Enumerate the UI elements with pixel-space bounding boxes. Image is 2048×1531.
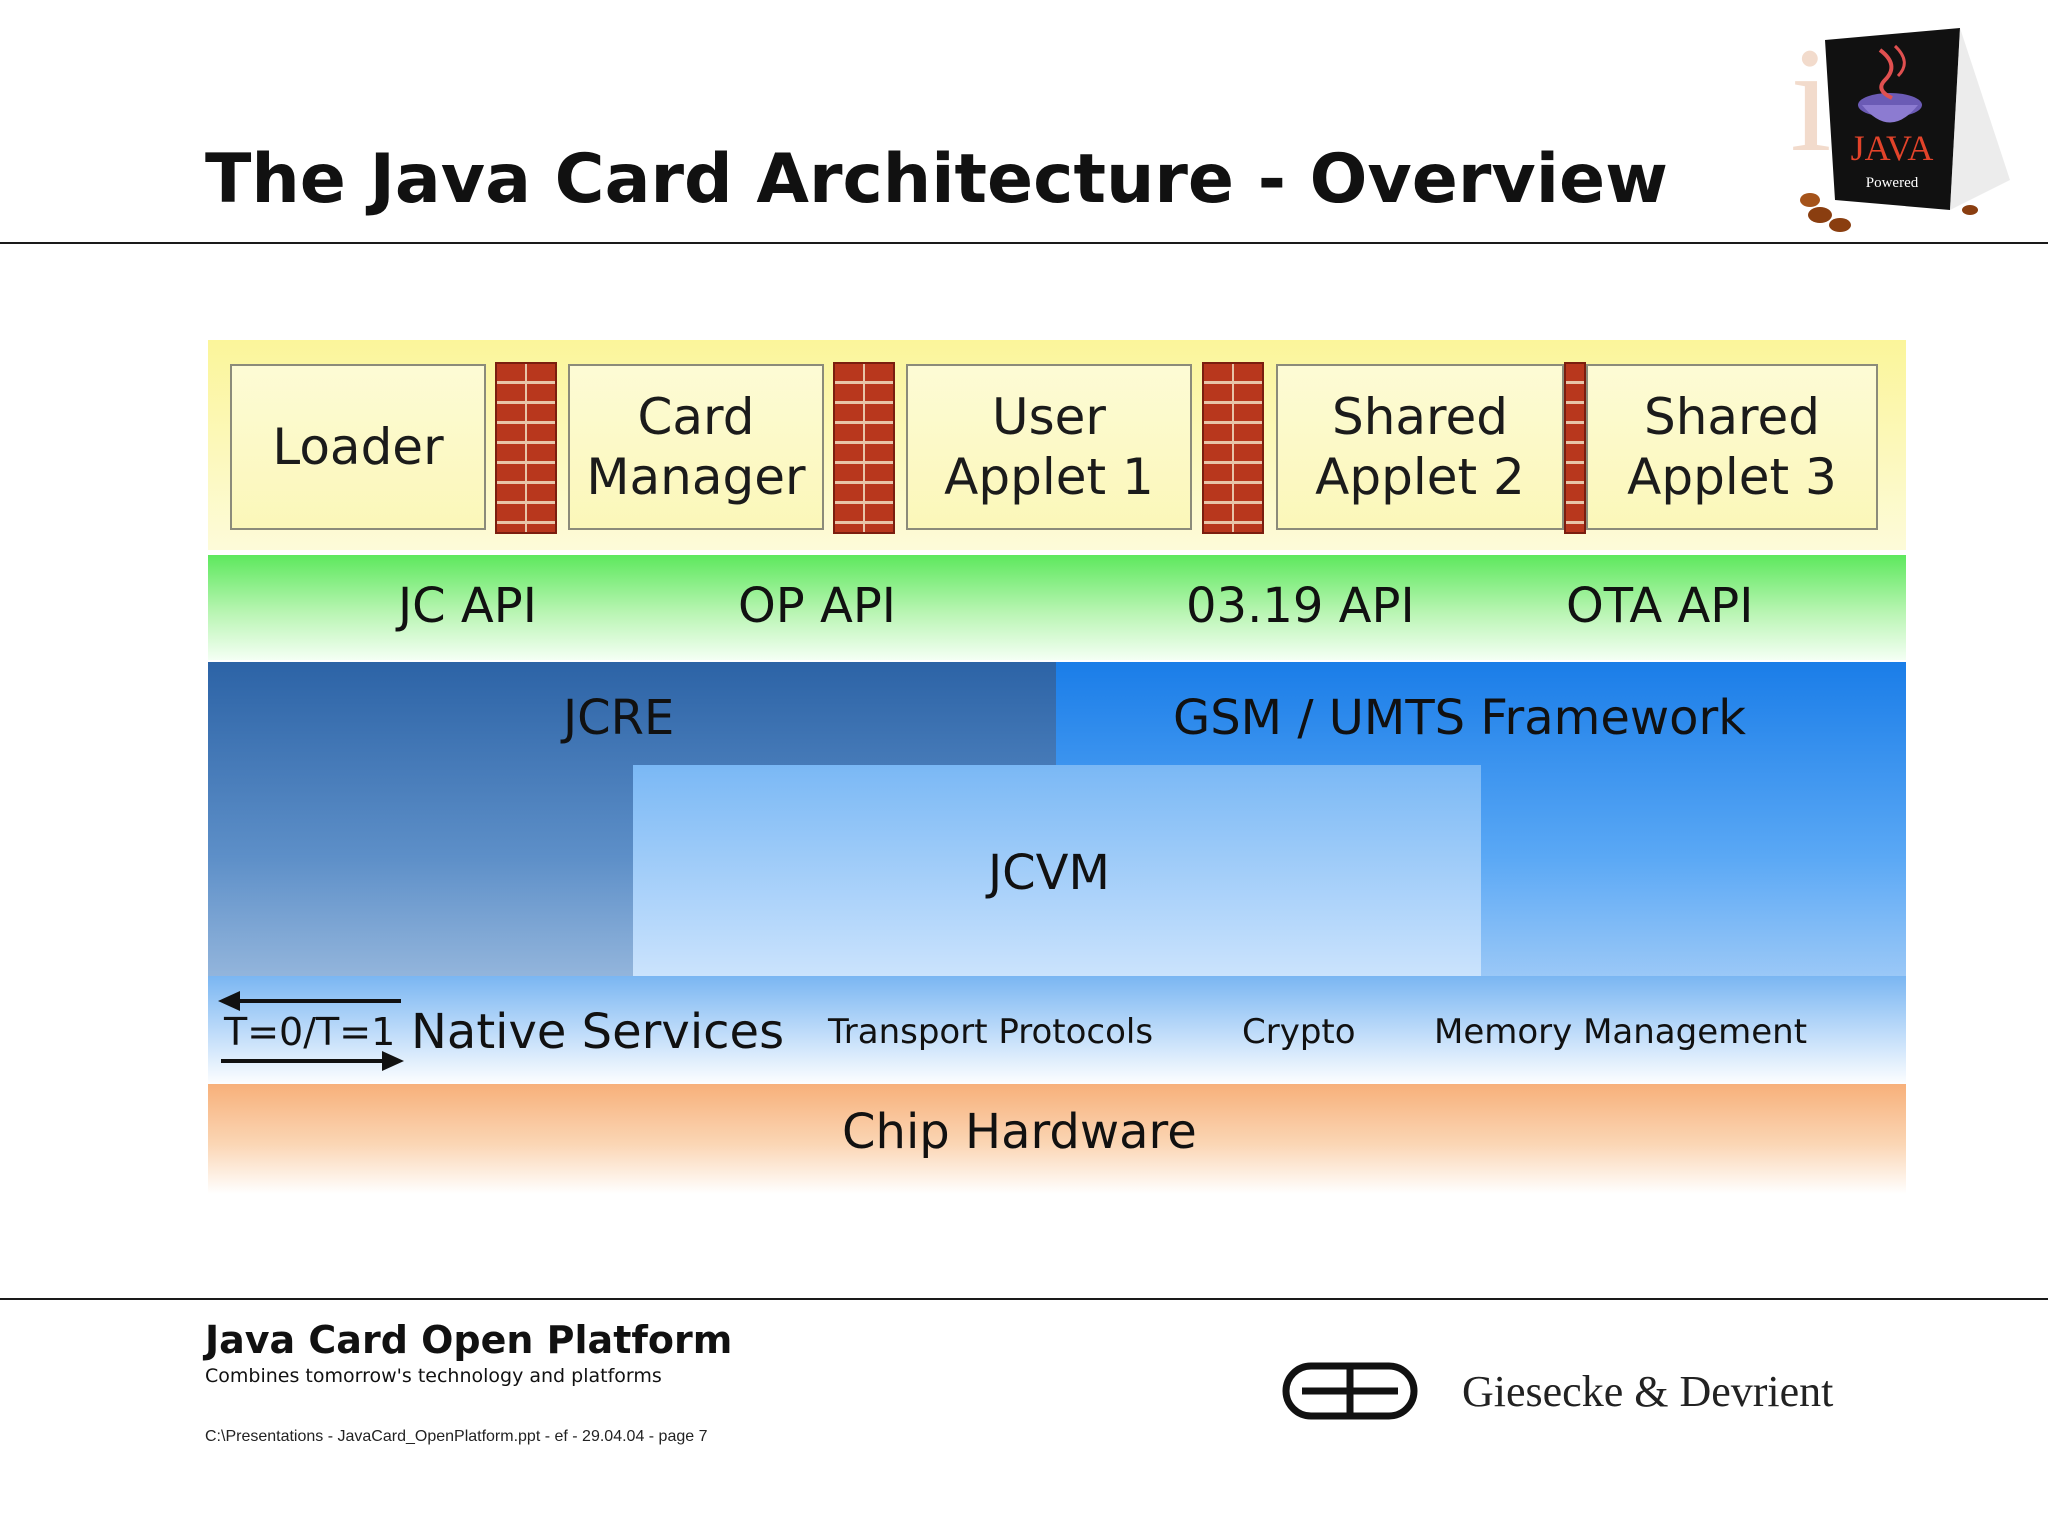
footer-divider bbox=[0, 1298, 2048, 1300]
native-services-layer bbox=[208, 976, 1906, 1086]
native-item-transport: Transport Protocols bbox=[828, 1012, 1154, 1052]
gd-logo-icon bbox=[1282, 1362, 1418, 1420]
jcvm-label: JCVM bbox=[988, 845, 1110, 901]
java-powered-logo: i JAVA Powered bbox=[1780, 10, 2040, 240]
java-logo-subtext: Powered bbox=[1866, 175, 1919, 191]
api-0319: 03.19 API bbox=[1186, 578, 1415, 634]
gsm-framework-label: GSM / UMTS Framework bbox=[1173, 690, 1747, 746]
footer-subtitle: Combines tomorrow's technology and platf… bbox=[205, 1365, 662, 1387]
footer-title: Java Card Open Platform bbox=[205, 1318, 733, 1362]
architecture-diagram: Loader Card Manager User Applet 1 Shared… bbox=[208, 340, 1906, 1312]
firewall-icon bbox=[495, 362, 557, 534]
native-item-crypto: Crypto bbox=[1242, 1012, 1356, 1052]
api-op: OP API bbox=[738, 578, 896, 634]
applet-shared-3: Shared Applet 3 bbox=[1586, 364, 1878, 530]
java-logo-text: JAVA bbox=[1851, 128, 1934, 168]
api-ota: OTA API bbox=[1566, 578, 1754, 634]
applet-label: Loader bbox=[272, 418, 444, 476]
company-name: Giesecke & Devrient bbox=[1462, 1367, 1834, 1416]
applet-label: Card Manager bbox=[586, 388, 806, 506]
footer-file-path: C:\Presentations - JavaCard_OpenPlatform… bbox=[205, 1428, 708, 1445]
bidirectional-arrow-icon bbox=[218, 991, 404, 1071]
svg-text:i: i bbox=[1790, 17, 1832, 183]
jcre-label: JCRE bbox=[563, 690, 675, 746]
protocol-label: T=0/T=1 bbox=[224, 1010, 396, 1054]
native-services-title: Native Services bbox=[411, 1004, 785, 1060]
applet-card-manager: Card Manager bbox=[568, 364, 824, 530]
firewall-icon bbox=[833, 362, 895, 534]
applet-label: User Applet 1 bbox=[944, 388, 1154, 506]
chip-hardware-label: Chip Hardware bbox=[842, 1104, 1197, 1160]
applet-label: Shared Applet 2 bbox=[1315, 388, 1525, 506]
header-divider bbox=[0, 242, 2048, 244]
api-layer bbox=[208, 555, 1906, 660]
firewall-icon bbox=[1564, 362, 1586, 534]
chip-hardware-layer bbox=[208, 1084, 1906, 1194]
page-title: The Java Card Architecture - Overview bbox=[205, 140, 1668, 219]
api-jc: JC API bbox=[398, 578, 537, 634]
applet-shared-2: Shared Applet 2 bbox=[1276, 364, 1564, 530]
firewall-icon bbox=[1202, 362, 1264, 534]
applet-label: Shared Applet 3 bbox=[1627, 388, 1837, 506]
native-item-memory: Memory Management bbox=[1434, 1012, 1808, 1052]
applet-user-1: User Applet 1 bbox=[906, 364, 1192, 530]
applet-loader: Loader bbox=[230, 364, 486, 530]
